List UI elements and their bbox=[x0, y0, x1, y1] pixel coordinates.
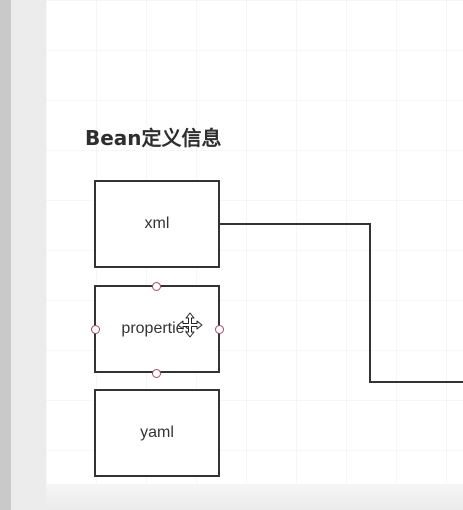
move-cursor-icon bbox=[177, 312, 203, 338]
left-window-edge bbox=[0, 0, 11, 510]
resize-handle-top[interactable] bbox=[152, 282, 161, 291]
left-side-panel bbox=[11, 0, 46, 510]
resize-handle-right[interactable] bbox=[215, 325, 224, 334]
node-yaml-label: yaml bbox=[140, 424, 174, 441]
diagram-title[interactable]: Bean定义信息 bbox=[85, 126, 222, 150]
node-xml-label: xml bbox=[144, 215, 170, 232]
node-yaml[interactable]: yaml bbox=[94, 389, 220, 477]
node-xml[interactable]: xml bbox=[94, 180, 220, 268]
resize-handle-bottom[interactable] bbox=[152, 369, 161, 378]
node-properties-label: properties bbox=[121, 320, 193, 337]
resize-handle-left[interactable] bbox=[91, 325, 100, 334]
bottom-scroll-area[interactable] bbox=[46, 484, 463, 510]
